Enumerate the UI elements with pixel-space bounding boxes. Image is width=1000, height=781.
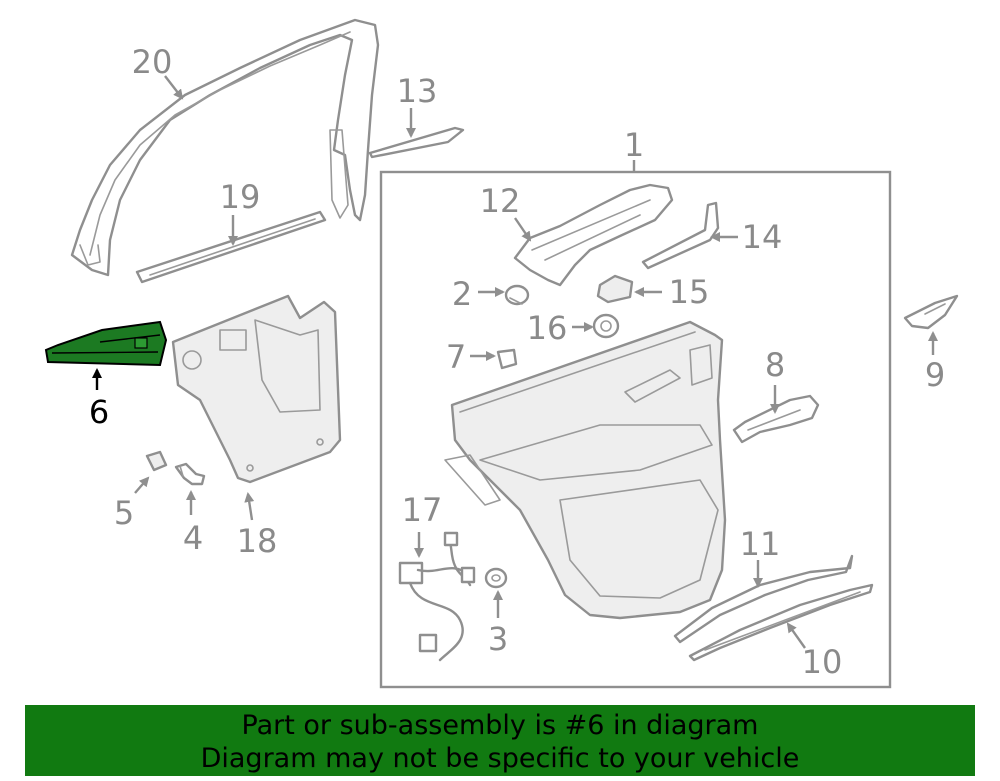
part-18-water-shield — [171, 294, 342, 484]
part-3-screw — [484, 567, 508, 589]
callout-17: 17 — [402, 491, 443, 529]
callout-6: 6 — [89, 393, 109, 431]
part-4-screw — [174, 462, 206, 486]
part-14-trim-strip — [641, 201, 720, 270]
leader-18 — [244, 492, 255, 521]
parts-diagram: 1 2 3 4 5 6 7 8 9 10 11 12 13 14 15 16 1… — [44, 18, 959, 689]
part-9-bracket — [903, 294, 959, 330]
part-8-pull-handle — [732, 394, 820, 444]
callout-2: 2 — [452, 275, 472, 313]
callout-5: 5 — [114, 494, 134, 532]
part-6-bracket — [44, 320, 168, 367]
part-1-door-trim-panel — [444, 320, 727, 620]
leader-10 — [786, 622, 806, 649]
part-13-applique — [368, 126, 465, 159]
callout-1: 1 — [624, 126, 644, 164]
part-12-switch-bezel — [513, 183, 674, 287]
callout-4: 4 — [183, 519, 203, 557]
part-15-switch — [596, 274, 634, 304]
callout-16: 16 — [527, 309, 568, 347]
part-19-belt-molding — [135, 210, 327, 284]
callout-10: 10 — [802, 643, 843, 681]
leader-20 — [164, 75, 184, 100]
part-11-upper-molding — [673, 554, 854, 644]
callout-15: 15 — [669, 273, 710, 311]
callout-19: 19 — [220, 178, 261, 216]
part-2-push-pin — [504, 284, 530, 306]
part-7-clip — [496, 348, 518, 370]
leader-5 — [134, 476, 150, 494]
callout-7: 7 — [446, 338, 466, 376]
callout-3: 3 — [488, 620, 508, 658]
callout-14: 14 — [742, 218, 783, 256]
callout-20: 20 — [132, 43, 173, 81]
callout-12: 12 — [480, 182, 521, 220]
assembly-frame — [379, 170, 892, 689]
part-5-clip — [145, 450, 168, 472]
callout-9: 9 — [925, 356, 945, 394]
leader-12 — [514, 217, 532, 242]
info-banner: Part or sub-assembly is #6 in diagram Di… — [25, 705, 975, 776]
part-17-wiring-harness — [398, 531, 476, 662]
callout-13: 13 — [397, 72, 438, 110]
part-10-lower-molding — [688, 583, 874, 662]
part-16-grommet — [592, 313, 620, 339]
part-20-door-frame — [70, 18, 380, 277]
callout-8: 8 — [765, 346, 785, 384]
callout-18: 18 — [237, 522, 278, 560]
callout-11: 11 — [740, 525, 781, 563]
banner-line-1: Part or sub-assembly is #6 in diagram — [241, 710, 759, 741]
banner-line-2: Diagram may not be specific to your vehi… — [200, 743, 800, 774]
